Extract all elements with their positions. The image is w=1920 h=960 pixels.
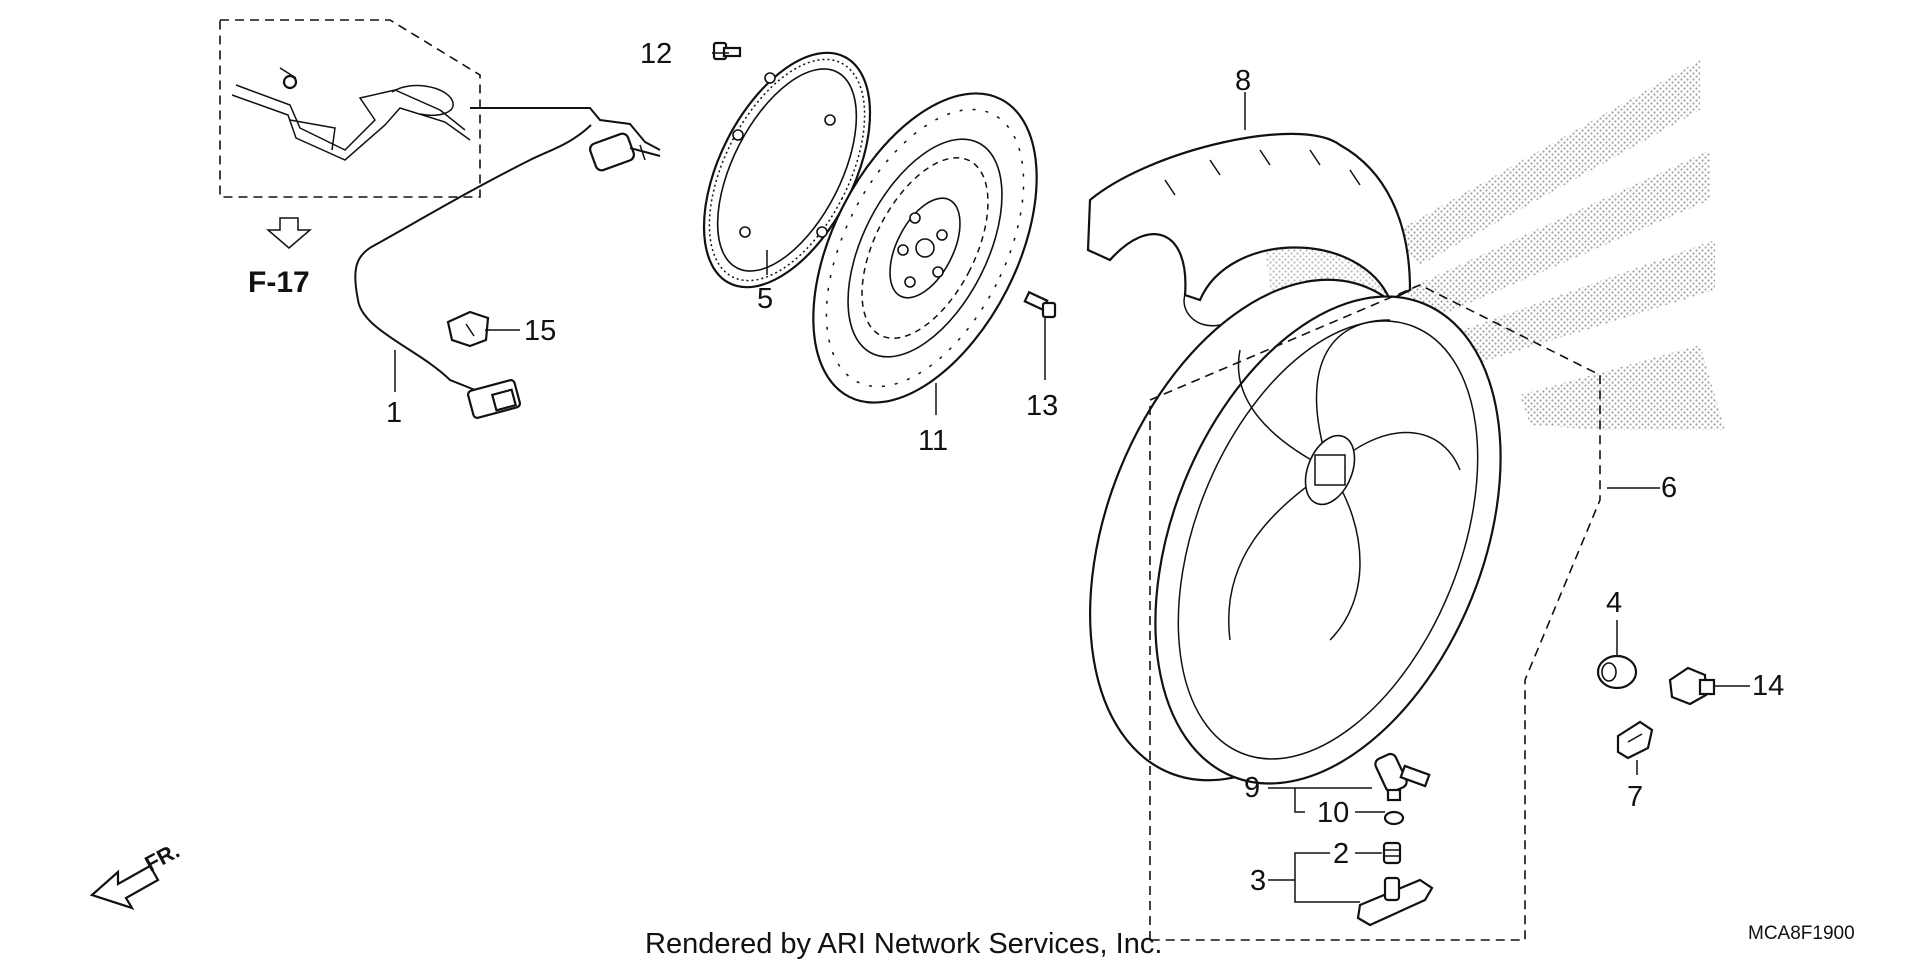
- label-10: 10: [1317, 797, 1349, 829]
- wheel-speed-sensor[interactable]: [354, 107, 661, 419]
- reference-arrow[interactable]: F-17: [248, 217, 313, 299]
- label-5: 5: [757, 283, 773, 315]
- label-9: 9: [1244, 772, 1260, 804]
- part-labels: 1 2 3 4 5 6 7 8 9 10 11 12 13 14 15: [386, 38, 1784, 897]
- cable-clip[interactable]: [446, 310, 490, 348]
- label-12: 12: [640, 38, 672, 70]
- reference-label: F-17: [248, 266, 310, 299]
- rear-wheel[interactable]: [1022, 227, 1568, 834]
- front-direction-arrow: FR.: [89, 838, 184, 910]
- leader-lines: [394, 52, 1750, 903]
- sensor-subassembly-box: [219, 19, 481, 198]
- credit-text: Rendered by ARI Network Services, Inc.: [645, 928, 1162, 960]
- diagram-code: MCA8F1900: [1748, 923, 1855, 944]
- label-3: 3: [1250, 865, 1266, 897]
- label-15: 15: [524, 315, 556, 347]
- label-2: 2: [1333, 838, 1349, 870]
- label-13: 13: [1026, 390, 1058, 422]
- label-4: 4: [1606, 587, 1622, 619]
- label-1: 1: [386, 397, 402, 429]
- disc-bolt[interactable]: [1023, 290, 1057, 319]
- wheel-assembly-bracket: [1149, 284, 1601, 941]
- label-8: 8: [1235, 65, 1251, 97]
- axle-nut[interactable]: [1668, 666, 1716, 706]
- ring-bolt[interactable]: [712, 41, 742, 61]
- tire-pressure-sensor[interactable]: [1356, 841, 1434, 927]
- valve-assembly[interactable]: [1373, 752, 1431, 826]
- valve-clip[interactable]: [1616, 720, 1654, 760]
- axle-cap[interactable]: [1596, 654, 1638, 690]
- brake-disc[interactable]: [767, 57, 1083, 438]
- label-14: 14: [1752, 670, 1784, 702]
- label-7: 7: [1627, 781, 1643, 813]
- label-6: 6: [1661, 472, 1677, 504]
- pulser-ring[interactable]: [670, 26, 905, 313]
- label-11: 11: [918, 425, 948, 457]
